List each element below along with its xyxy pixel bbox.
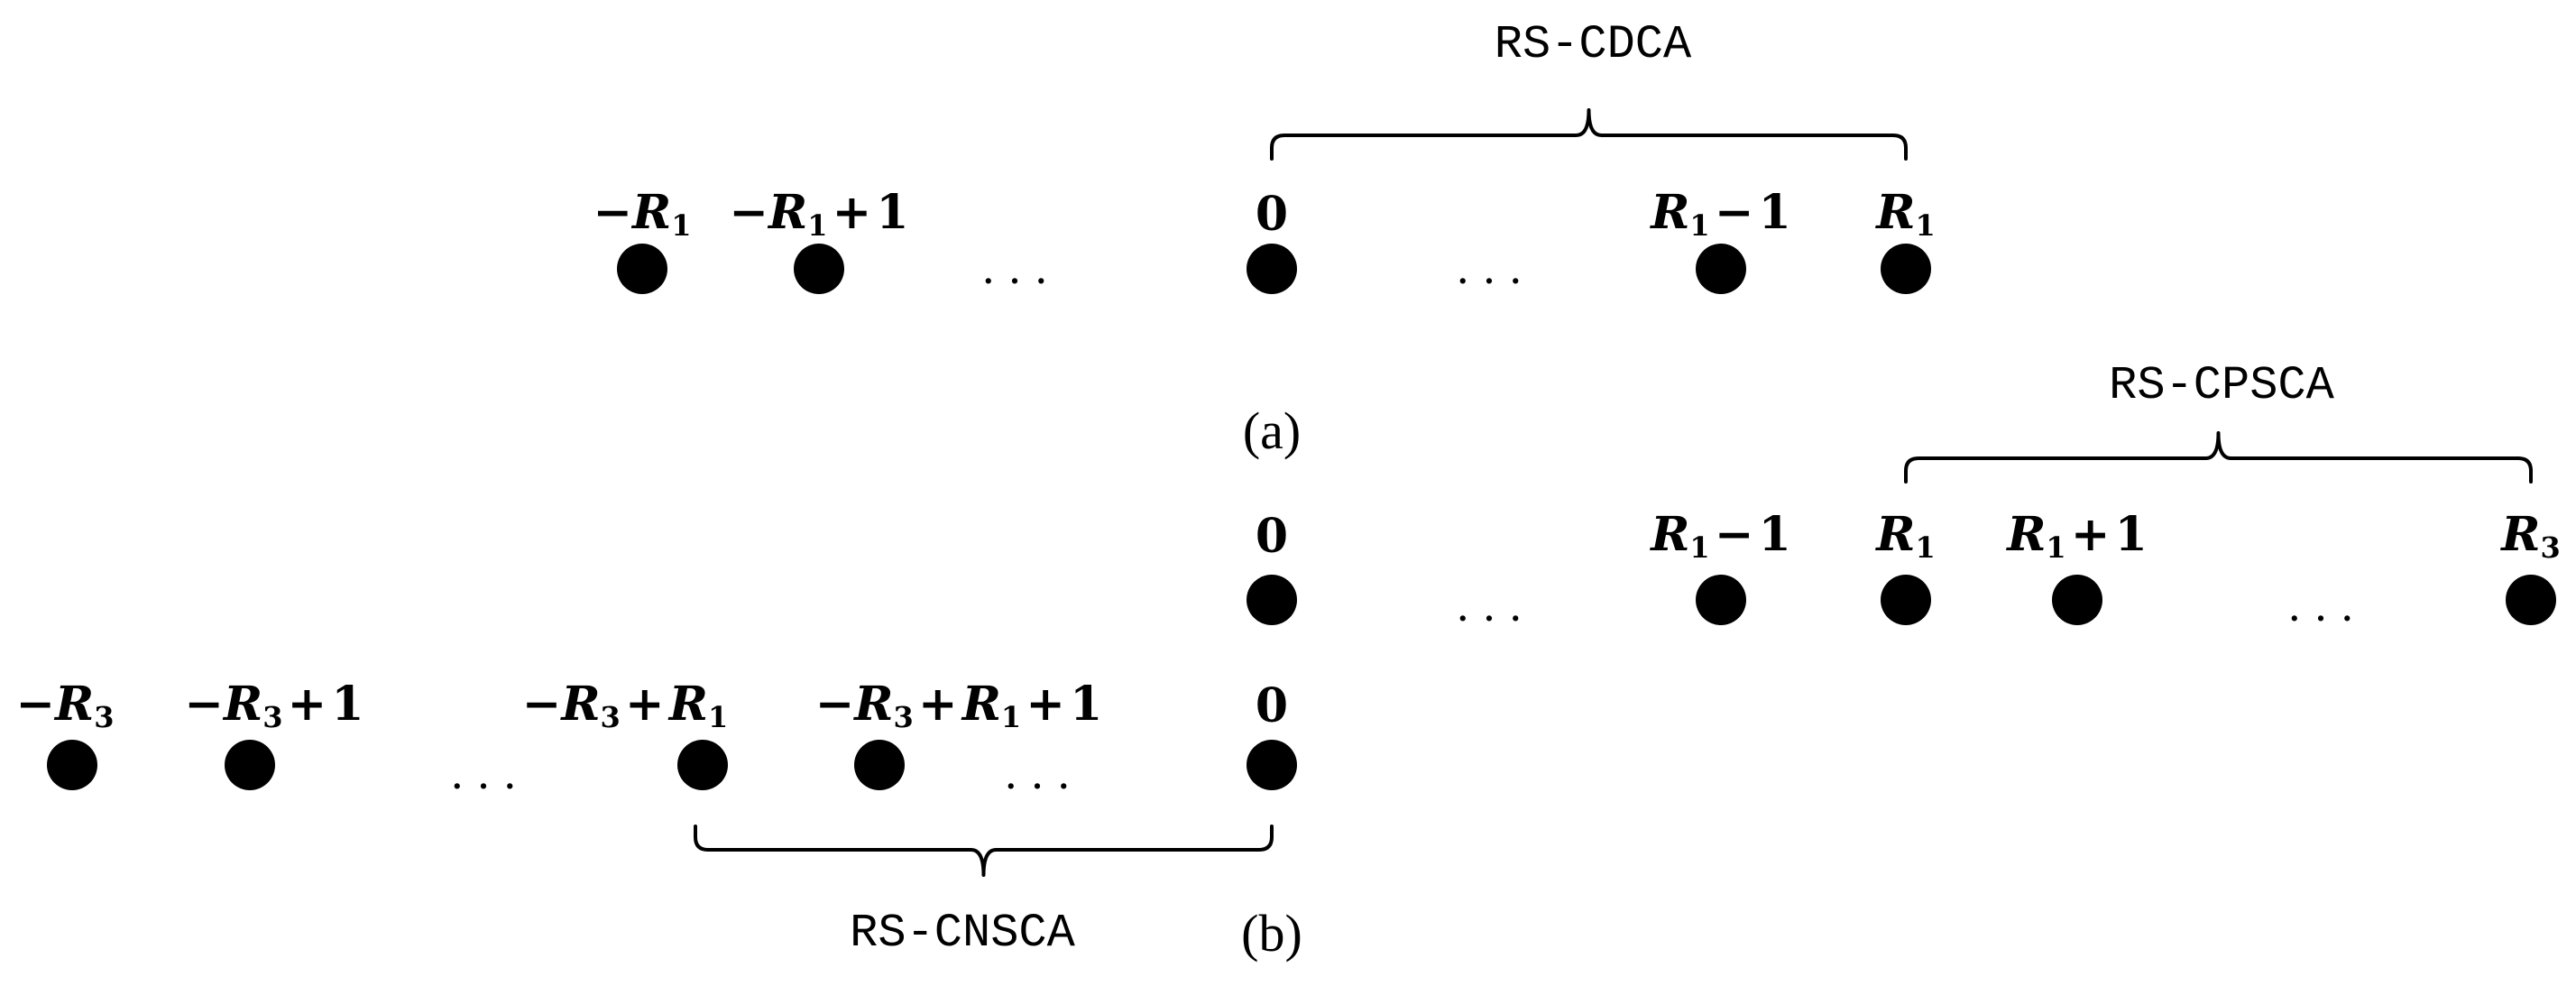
node-dot	[47, 740, 97, 790]
node-label: −R3 + R1	[521, 677, 729, 734]
node-label: R1 − 1	[1651, 507, 1791, 565]
node-dot	[794, 244, 844, 294]
ellipsis: ...	[450, 749, 529, 799]
node-label: R1	[1876, 185, 1936, 243]
node-dot	[854, 740, 905, 790]
node-label: R1 − 1	[1651, 185, 1791, 243]
node-label: R1 + 1	[2007, 507, 2148, 565]
node-dot	[1247, 740, 1297, 790]
node-label: 0	[1255, 678, 1289, 733]
node-dot	[1247, 244, 1297, 294]
node-label: R3	[2501, 507, 2561, 565]
ellipsis: ...	[2287, 581, 2367, 631]
node-dot	[677, 740, 728, 790]
node-dot	[1696, 575, 1746, 625]
brace-rs-cpsca	[1904, 431, 2533, 484]
node-dot	[225, 740, 275, 790]
caption-b: (b)	[1241, 904, 1302, 963]
node-dot	[2052, 575, 2102, 625]
ellipsis: ...	[981, 244, 1061, 294]
node-dot	[617, 244, 667, 294]
brace-label-rs-cdca: RS-CDCA	[1494, 18, 1692, 71]
node-label: −R3 + 1	[184, 677, 364, 734]
node-label: 0	[1255, 509, 1289, 564]
node-dot	[1696, 244, 1746, 294]
node-label: −R3 + R1 + 1	[814, 677, 1103, 734]
ellipsis: ...	[1004, 749, 1083, 799]
node-label: 0	[1255, 187, 1289, 242]
node-dot	[2506, 575, 2556, 625]
node-dot	[1881, 575, 1931, 625]
node-label: −R3	[15, 677, 115, 734]
node-dot	[1247, 575, 1297, 625]
ellipsis: ...	[1456, 581, 1535, 631]
node-label: −R1	[593, 185, 692, 243]
brace-rs-cnsca	[694, 825, 1274, 877]
node-label: R1	[1876, 507, 1936, 565]
brace-label-rs-cnsca: RS-CNSCA	[850, 907, 1075, 960]
brace-label-rs-cpsca: RS-CPSCA	[2109, 359, 2334, 412]
ellipsis: ...	[1456, 244, 1535, 294]
node-label: −R1 + 1	[729, 185, 909, 243]
node-dot	[1881, 244, 1931, 294]
brace-rs-cdca	[1270, 108, 1908, 161]
caption-a: (a)	[1242, 401, 1302, 460]
